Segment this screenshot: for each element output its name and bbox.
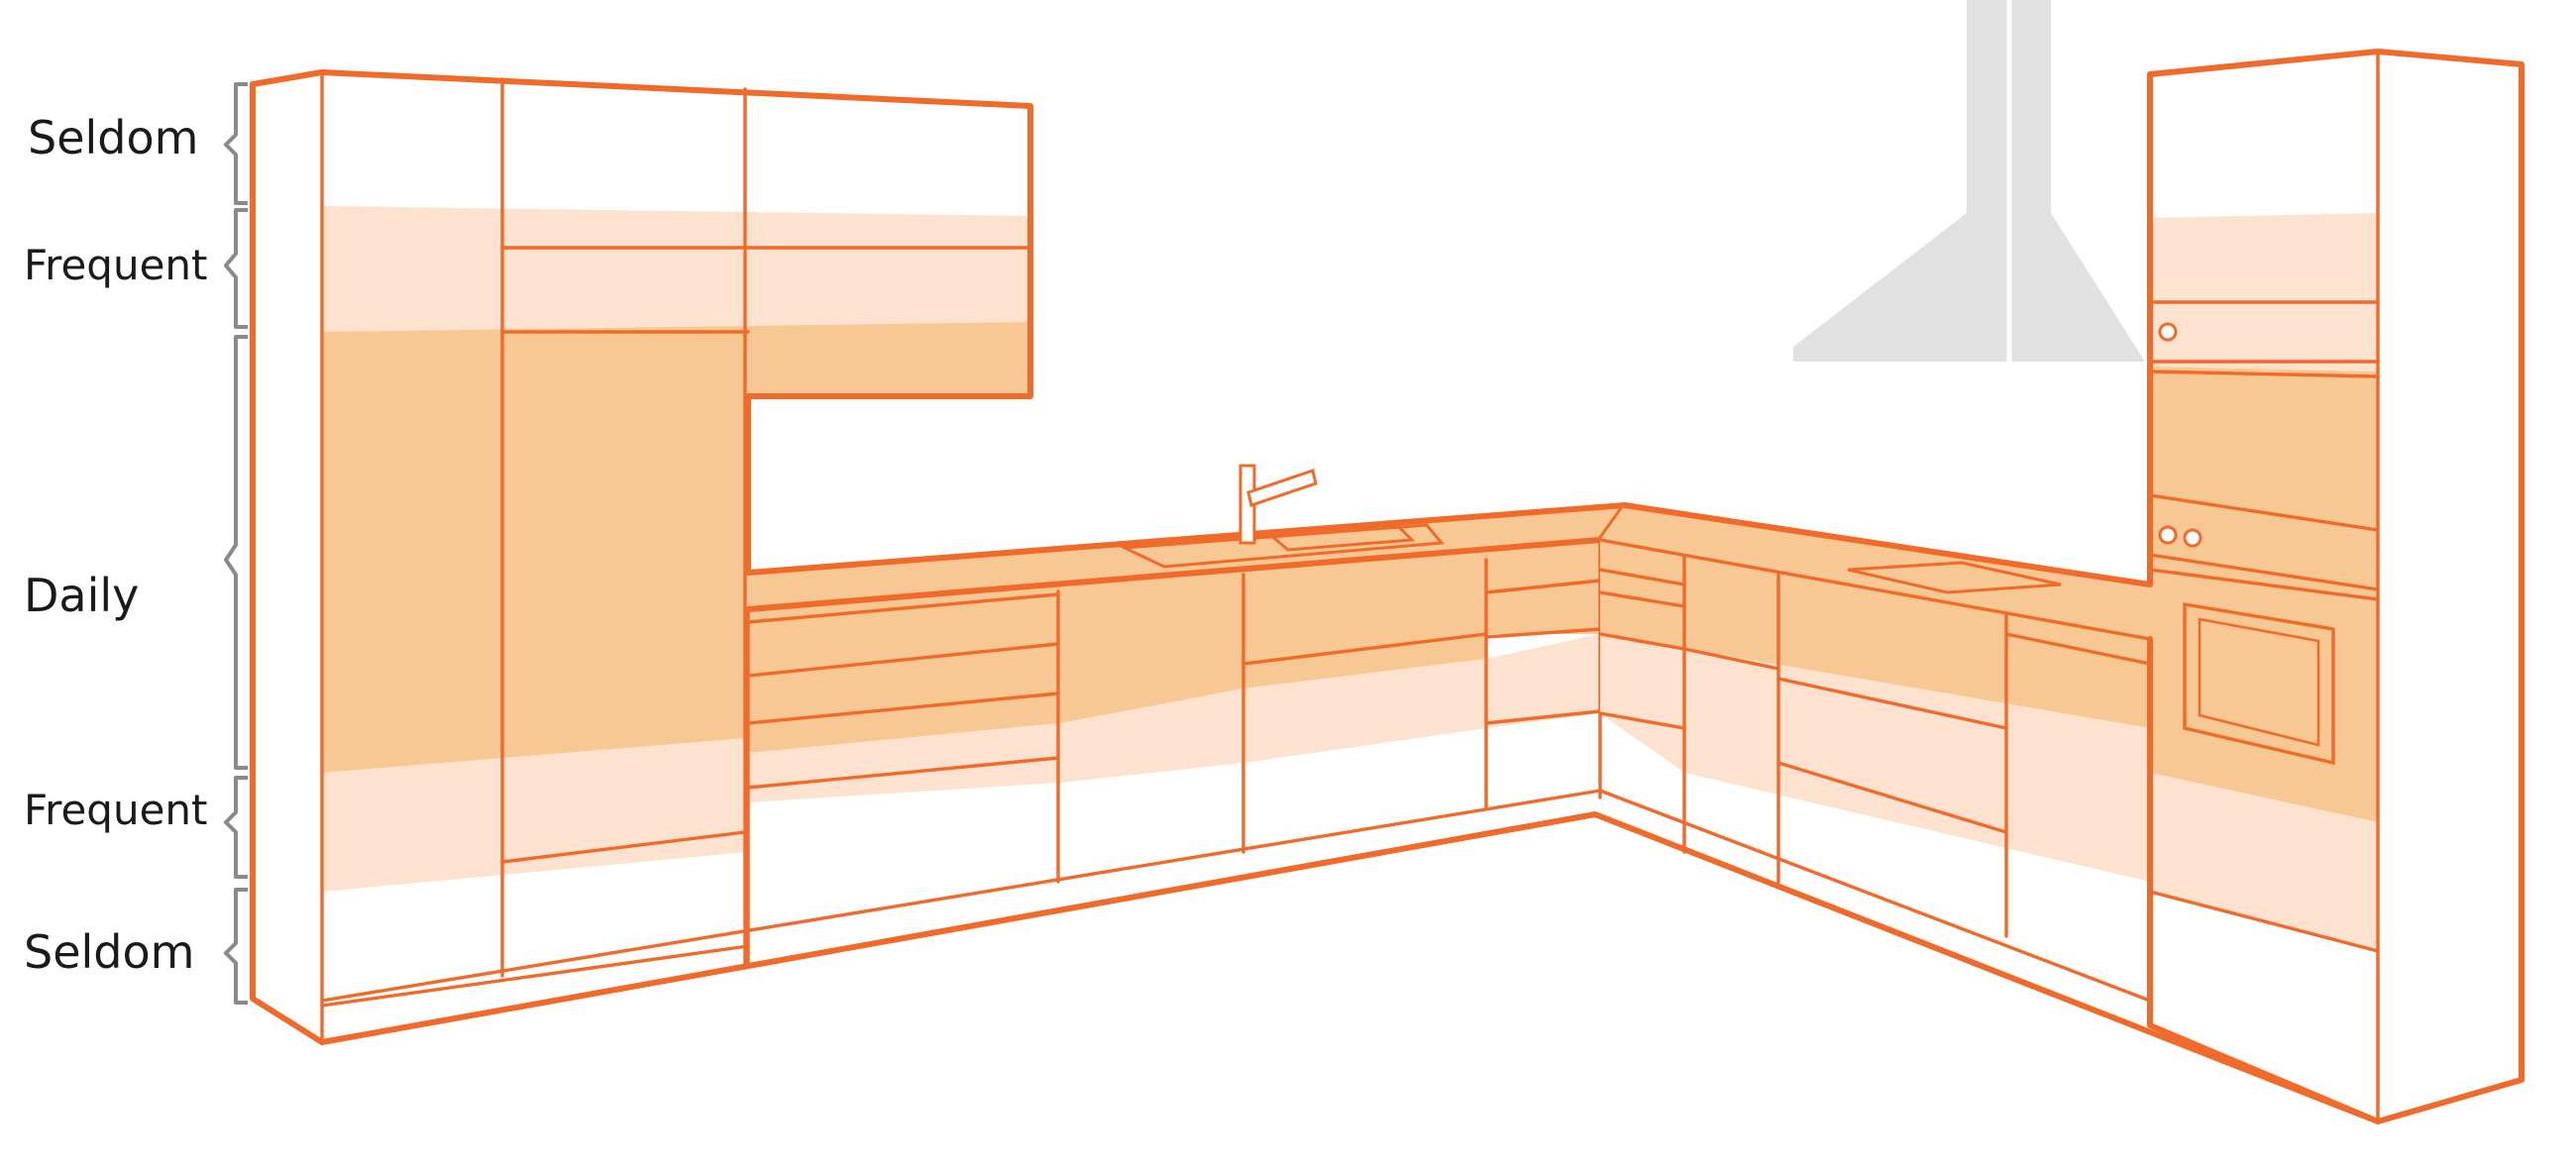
zone-label-bottom-seldom: Seldom [24,925,194,979]
sink-icon [1119,523,1445,569]
zone-label-upper-frequent: Frequent [24,241,208,289]
base-cabinets-right [1598,502,2153,1003]
zone-label-daily: Daily [24,569,139,622]
brace-top-seldom [224,82,248,205]
zone-label-top-seldom: Seldom [28,111,198,164]
brace-upper-frequent [224,208,248,329]
zone-braces [224,82,248,1005]
brace-bottom-seldom [224,888,248,1005]
faucet-icon [1238,464,1318,545]
brace-lower-frequent [224,776,248,879]
left-cabinets [250,69,1033,1045]
zone-label-lower-frequent: Frequent [24,786,208,834]
brace-daily [224,335,248,770]
base-cabinets-left [319,502,2381,1124]
oven-icon [2158,322,2335,766]
cooktop-icon [1847,561,2062,594]
tall-oven-unit [2147,49,2524,1124]
range-hood-icon [1793,0,2145,369]
